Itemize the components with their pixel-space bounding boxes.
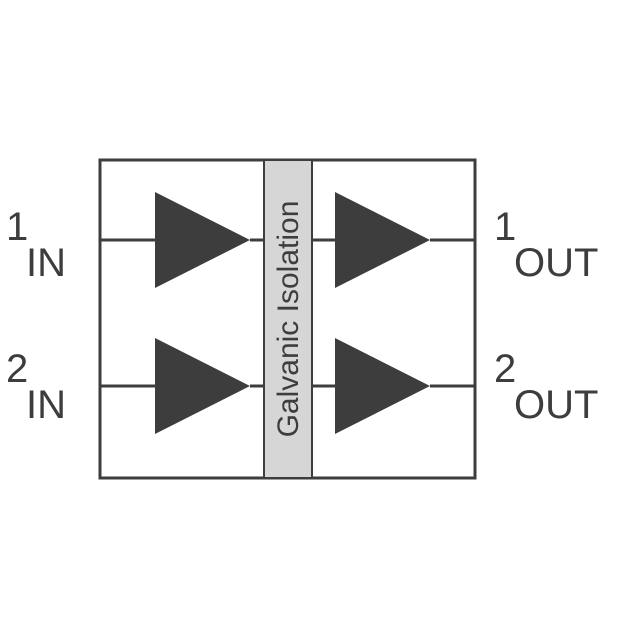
ch2-in-label: IN: [26, 383, 66, 427]
ch1-in-label: IN: [26, 241, 66, 285]
ch1-number-right: 1: [494, 205, 516, 249]
ch2-input-buffer-triangle: [155, 338, 250, 434]
isolation-barrier-band: [263, 159, 313, 479]
ch1-out-label: OUT: [514, 241, 598, 285]
isolation-label: Galvanic Isolation: [272, 201, 305, 438]
ch2-number-left: 2: [6, 347, 28, 391]
ch2-output-buffer-triangle: [335, 338, 430, 434]
ch1-input-buffer-triangle: [155, 192, 250, 288]
ch2-number-right: 2: [494, 347, 516, 391]
ch2-out-label: OUT: [514, 383, 598, 427]
ch1-number-left: 1: [6, 205, 28, 249]
ch1-output-buffer-triangle: [335, 192, 430, 288]
